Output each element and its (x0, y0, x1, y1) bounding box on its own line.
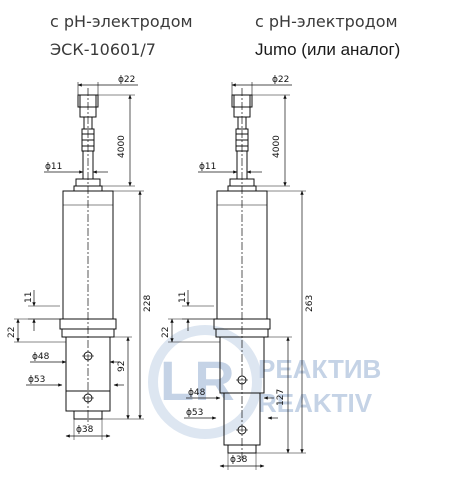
left-caption-line2: ЭСК-10601/7 (50, 40, 156, 59)
left-dim-228: 228 (143, 295, 153, 312)
right-dim-263: 263 (305, 295, 315, 312)
left-dim-d11: ϕ11 (45, 162, 62, 172)
left-dim-d22: ϕ22 (118, 75, 135, 85)
svg-text:LR: LR (160, 349, 235, 412)
left-dim-92: 92 (117, 361, 127, 372)
right-dim-d11: ϕ11 (199, 162, 216, 172)
watermark-line2: REAKTIV (258, 388, 373, 418)
right-dim-d48: ϕ48 (188, 388, 206, 398)
right-dim-11: 11 (178, 292, 188, 303)
left-sensor-drawing (14, 82, 144, 440)
watermark: LR РЕАКТИВ REAKTIV (148, 325, 381, 439)
right-dim-22: 22 (161, 327, 171, 338)
left-caption-line1: с pH-электродом (50, 12, 193, 31)
right-sensor-drawing (168, 82, 306, 470)
left-dim-d53: ϕ53 (28, 375, 45, 385)
left-dim-22: 22 (7, 327, 17, 338)
right-dim-4000: 4000 (272, 135, 282, 158)
watermark-line1: РЕАКТИВ (258, 354, 381, 384)
right-dim-d53: ϕ53 (186, 408, 203, 418)
left-dim-d48: ϕ48 (32, 352, 50, 362)
right-dim-127: 127 (276, 389, 286, 406)
right-dim-d38: ϕ38 (230, 455, 248, 465)
left-dim-d38: ϕ38 (76, 425, 94, 435)
left-dim-4000: 4000 (117, 135, 127, 158)
right-caption-line2: Jumo (или аналог) (255, 40, 401, 59)
right-caption-line1: с pH-электродом (255, 12, 398, 31)
right-dim-d22: ϕ22 (272, 75, 289, 85)
left-dim-11: 11 (24, 292, 34, 303)
